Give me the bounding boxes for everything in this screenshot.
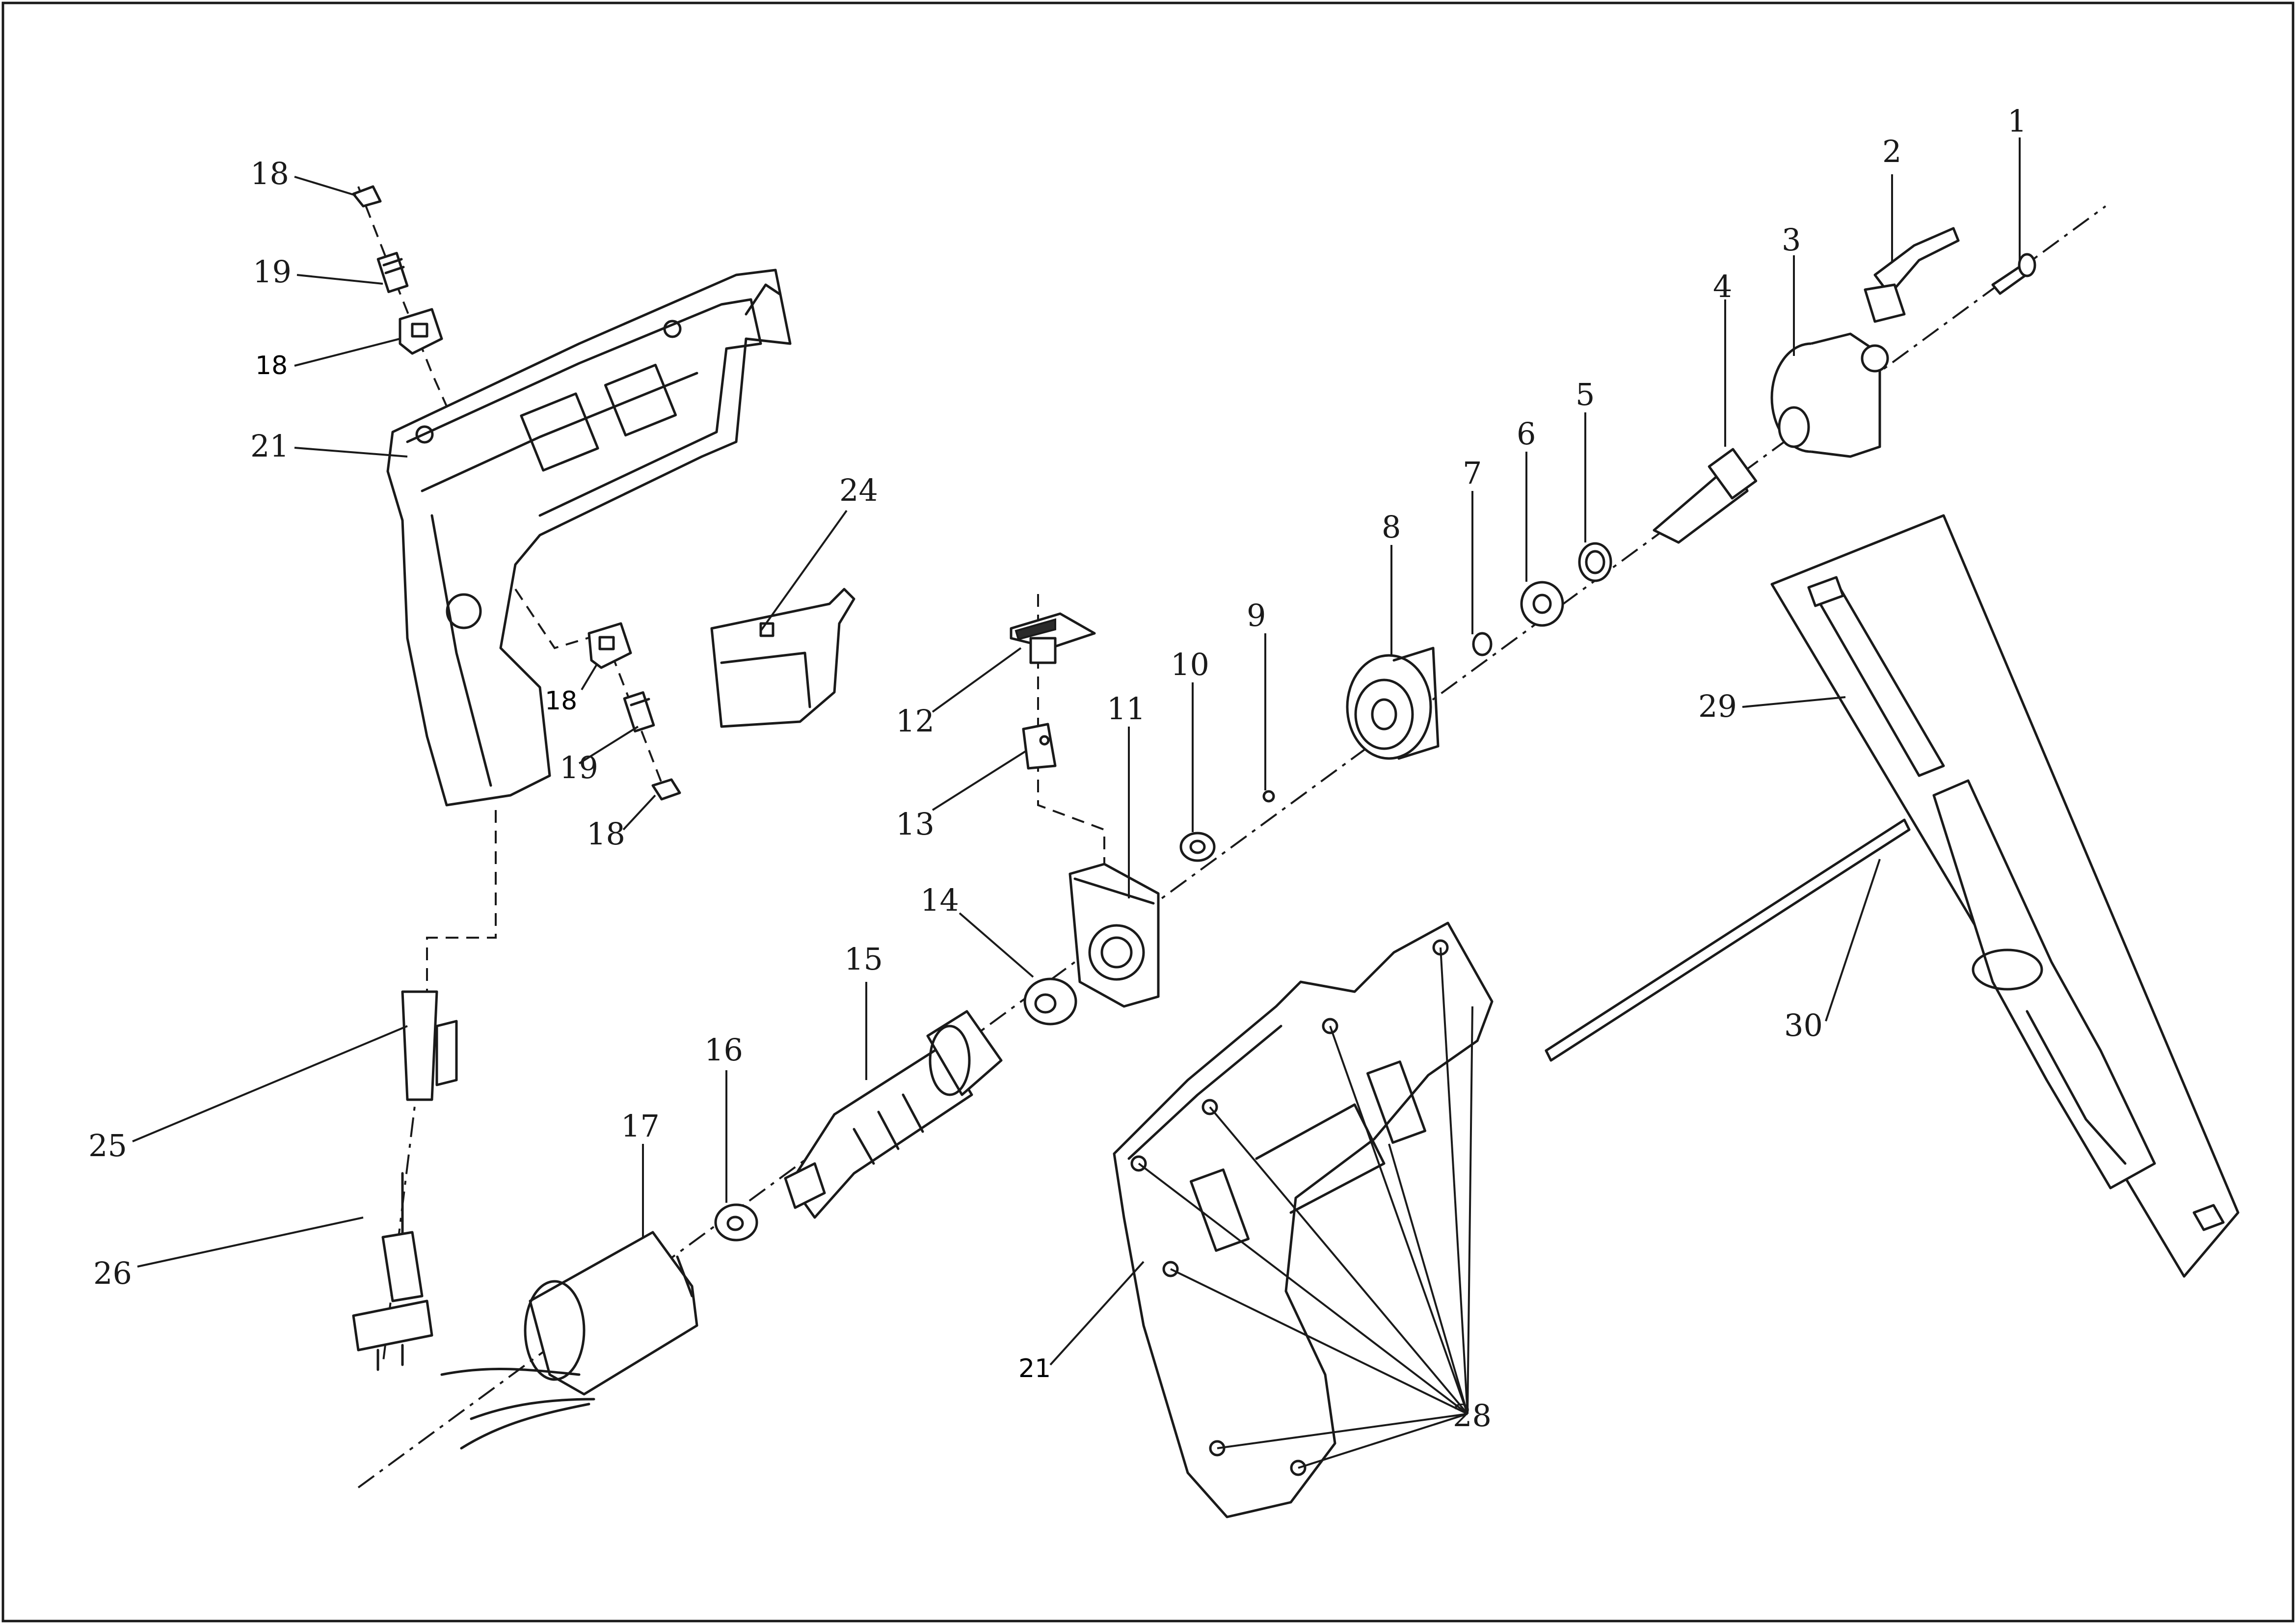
bearing-bracket-11 [1068, 863, 1160, 1008]
leader-18c [581, 664, 597, 691]
leader-30 [1825, 859, 1881, 1022]
callout-14: 14 [920, 882, 959, 918]
callout-21-right: 21 [1018, 1354, 1051, 1383]
armature-15 [784, 1010, 1003, 1219]
callout-12: 12 [896, 703, 934, 739]
screw-28-leaders [1138, 947, 1473, 1469]
spring-5 [1578, 542, 1612, 582]
callout-6: 6 [1517, 416, 1536, 452]
callout-9: 9 [1247, 597, 1266, 633]
callout-2: 2 [1882, 134, 1901, 169]
bearing-16 [714, 1203, 758, 1242]
callout-26: 26 [93, 1255, 132, 1291]
callout-1: 1 [2007, 103, 2027, 139]
callout-21-left: 21 [250, 428, 289, 464]
callout-17: 17 [621, 1108, 660, 1144]
callout-24: 24 [839, 472, 878, 508]
bearing-14 [1023, 977, 1077, 1026]
leader-18d [622, 794, 656, 831]
callout-18-cap-right: 18 [587, 816, 625, 852]
brush-plate-12 [1010, 612, 1096, 664]
brush-holder-top [399, 308, 443, 355]
ball-9 [1262, 790, 1275, 803]
leader-12 [932, 647, 1022, 713]
left-housing-half [386, 269, 792, 807]
callout-8: 8 [1382, 509, 1401, 545]
callout-7: 7 [1463, 455, 1482, 491]
bearing-10 [1179, 832, 1216, 862]
spindle-4 [1653, 448, 1758, 544]
callout-5: 5 [1575, 377, 1595, 412]
chuck-key-2 [1864, 227, 1960, 323]
callout-16: 16 [704, 1032, 743, 1068]
callout-15: 15 [844, 941, 883, 977]
cord-clamp-25 [401, 990, 458, 1101]
wiring-path [426, 810, 497, 1006]
brush-spring-13 [1022, 723, 1057, 770]
power-plug-26 [352, 1172, 433, 1371]
switch-part [710, 588, 855, 728]
leader-18a [294, 176, 356, 196]
callout-18-holder-top: 18 [255, 351, 288, 380]
brush-cap-right [651, 778, 681, 801]
callout-4: 4 [1713, 269, 1732, 304]
callout-28: 28 [1453, 1398, 1492, 1434]
switch-axis [1037, 594, 1105, 869]
leader-19b [578, 726, 639, 764]
depth-rod-30 [1545, 818, 1911, 1062]
right-housing-half [1113, 921, 1494, 1518]
brush-holder-right [587, 622, 632, 669]
callout-10: 10 [1171, 647, 1209, 682]
brush-spring-right [623, 691, 655, 732]
callout-19-top: 19 [253, 254, 292, 290]
leader-14 [959, 912, 1034, 978]
chuck-3 [1770, 332, 1889, 458]
bearing-6 [1520, 581, 1564, 627]
cord-axis [382, 1006, 428, 1365]
callout-19-right: 19 [560, 750, 598, 785]
callout-11: 11 [1107, 691, 1146, 727]
callout-29: 29 [1698, 688, 1737, 724]
leader-29 [1742, 696, 1846, 708]
leader-25 [132, 1025, 408, 1142]
retaining-ring-7 [1472, 632, 1493, 656]
leader-26 [137, 1217, 364, 1268]
callout-13: 13 [896, 806, 934, 842]
callout-3: 3 [1782, 222, 1801, 258]
leader-21b [1049, 1261, 1145, 1366]
leader-19a [296, 274, 383, 285]
stator-17 [440, 1231, 698, 1450]
gear-8 [1346, 647, 1440, 760]
brush-cap-top [352, 185, 382, 208]
leader-13 [932, 750, 1027, 811]
screw-1 [1991, 253, 2036, 295]
brush-spring-top [376, 252, 409, 293]
leader-18b [294, 338, 400, 367]
auxiliary-handle-29 [1770, 514, 2240, 1278]
callout-25: 25 [88, 1128, 127, 1164]
callout-18-top: 18 [250, 156, 289, 191]
leader-24 [760, 510, 848, 632]
leader-21a [294, 447, 408, 458]
callout-30: 30 [1784, 1007, 1823, 1043]
callout-18-holder-right: 18 [545, 686, 577, 716]
